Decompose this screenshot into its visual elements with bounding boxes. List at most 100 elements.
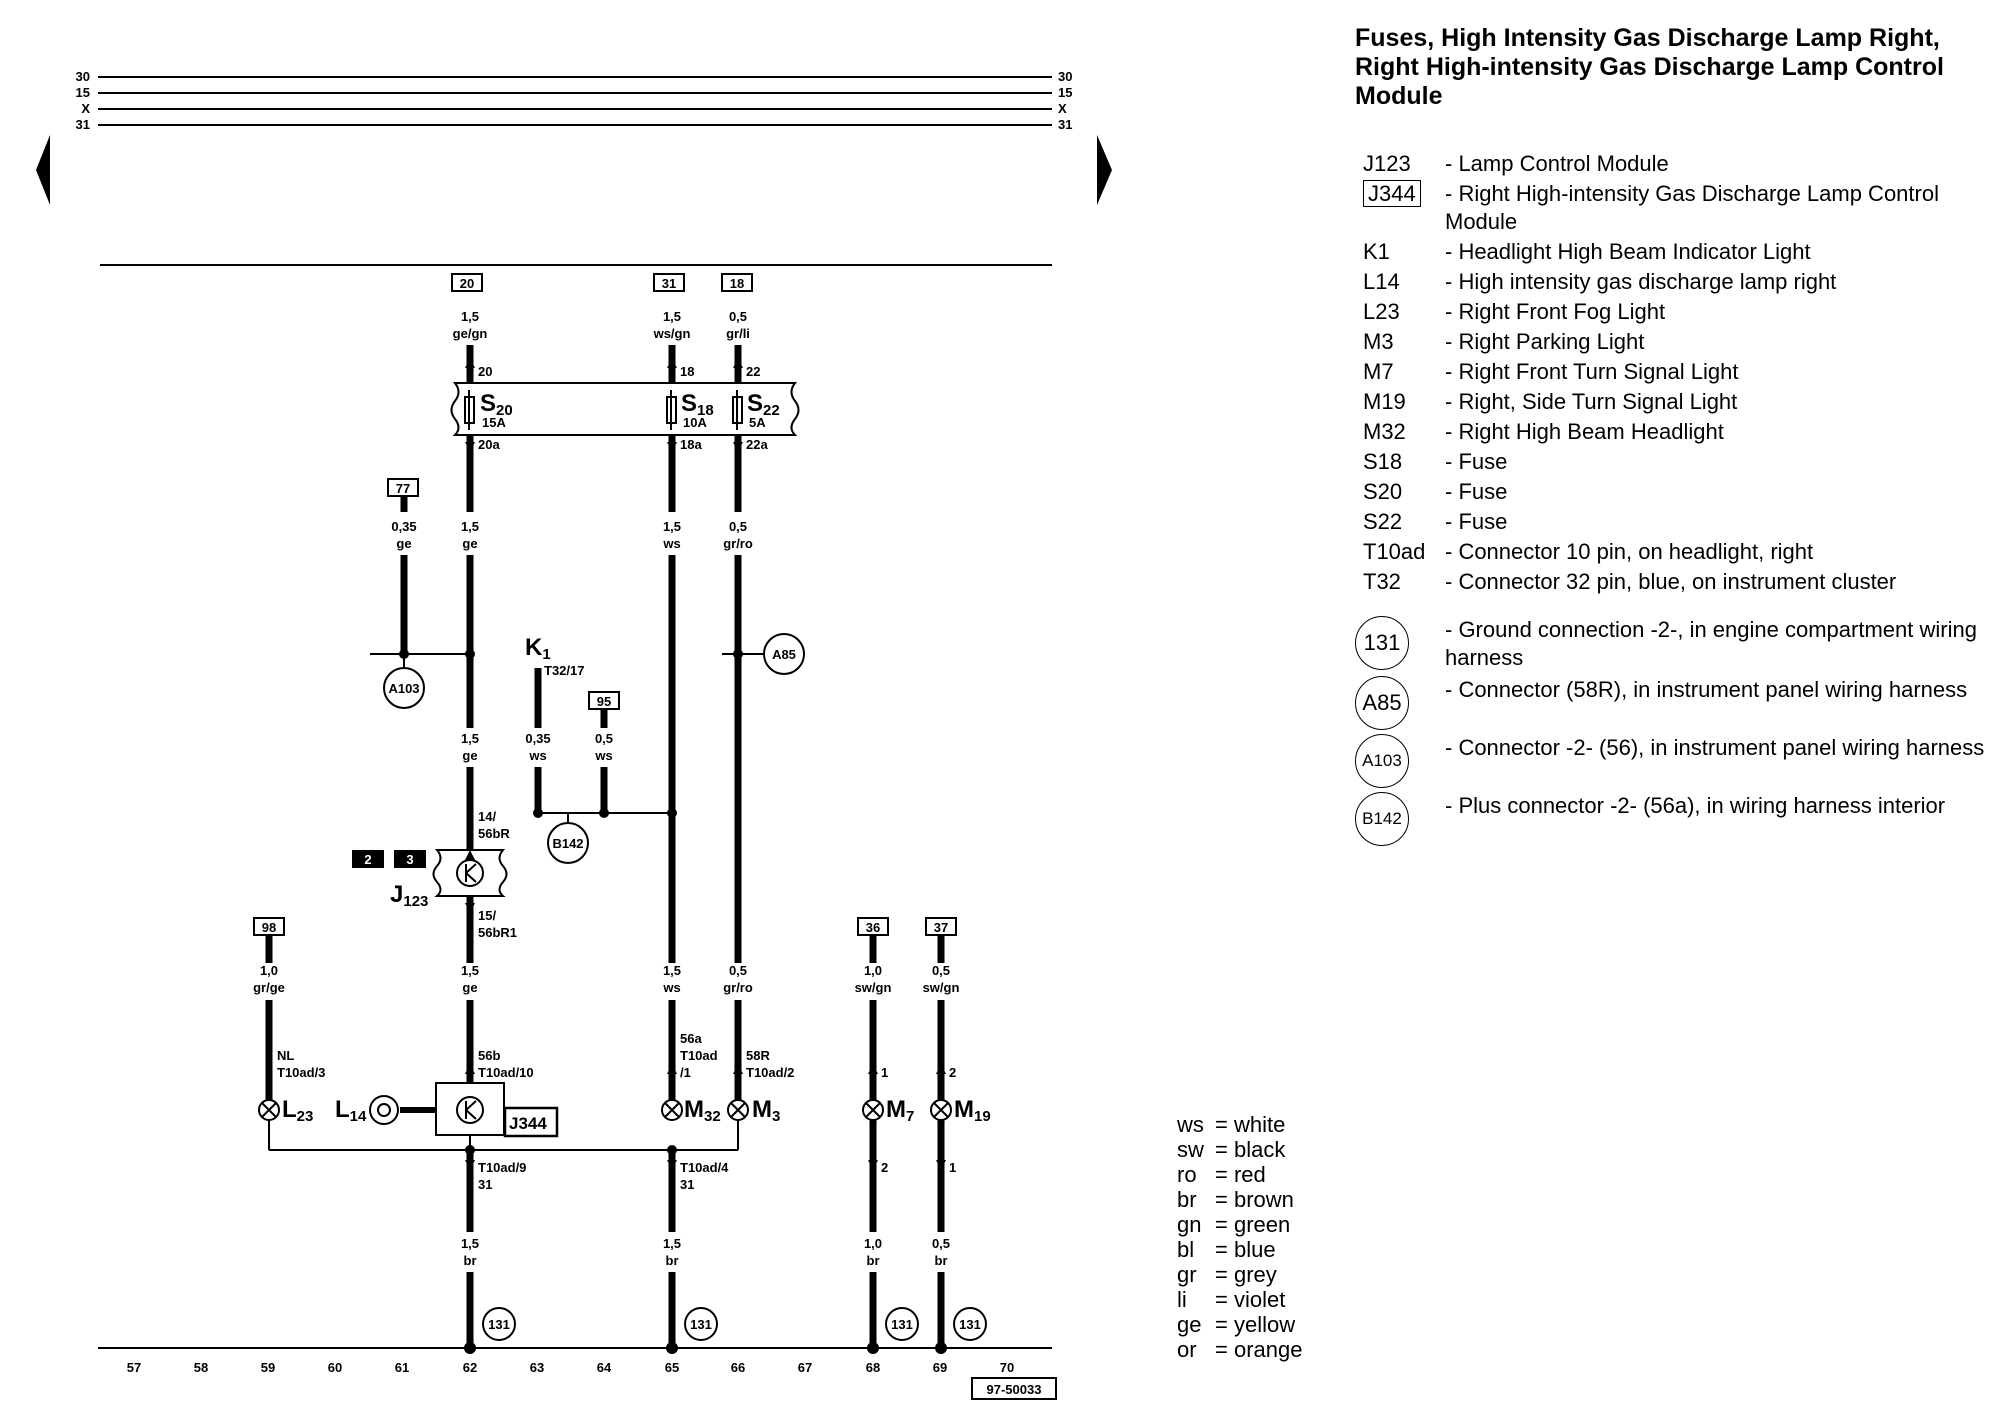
legend-code: L14: [1363, 269, 1400, 294]
legend-item: K1- Headlight High Beam Indicator Light: [1355, 238, 1995, 266]
svg-text:0,35: 0,35: [391, 519, 416, 534]
k1-pin: T32/17: [544, 663, 584, 678]
fuse-s18-label: S18: [681, 390, 714, 419]
legend-description: - Fuse: [1445, 449, 1508, 474]
color-key-item: sw= black: [1177, 1137, 1302, 1162]
legend-code: L23: [1363, 299, 1400, 324]
svg-text:131: 131: [488, 1317, 510, 1332]
svg-text:0,5: 0,5: [932, 1236, 950, 1251]
svg-text:br: br: [935, 1253, 948, 1268]
legend-description: - Right, Side Turn Signal Light: [1445, 389, 1738, 414]
legend-code: S20: [1363, 479, 1403, 504]
ref-box-31: 31: [653, 273, 685, 292]
svg-text:0,35: 0,35: [525, 731, 550, 746]
svg-text:31: 31: [680, 1177, 694, 1192]
svg-text:2: 2: [881, 1160, 888, 1175]
color-name: = yellow: [1215, 1312, 1296, 1337]
legend-item: L23- Right Front Fog Light: [1355, 298, 1995, 326]
svg-text:37: 37: [934, 920, 948, 935]
j344-label-box: J344: [503, 1106, 559, 1138]
color-key-item: gr= grey: [1177, 1262, 1302, 1287]
ground-symbol-icon: B142: [1355, 792, 1409, 846]
svg-text:gr/ro: gr/ro: [723, 980, 753, 995]
svg-text:1: 1: [949, 1160, 956, 1175]
page-title: Fuses, High Intensity Gas Discharge Lamp…: [1355, 24, 1944, 110]
legend-description: - Plus connector -2- (56a), in wiring ha…: [1445, 793, 1946, 818]
legend-item: T32- Connector 32 pin, blue, on instrume…: [1355, 568, 1995, 596]
svg-text:97-50033: 97-50033: [987, 1382, 1042, 1397]
svg-text:61: 61: [395, 1360, 409, 1375]
bus-label-x-right: X: [1058, 101, 1067, 116]
bus-label-31-left: 31: [76, 117, 90, 132]
svg-text:ge: ge: [396, 536, 411, 551]
color-key-item: br= brown: [1177, 1187, 1302, 1212]
ground-symbol-icon: 131: [1355, 616, 1409, 670]
legend-description: - Fuse: [1445, 509, 1508, 534]
svg-text:31: 31: [478, 1177, 492, 1192]
figure-id-box: 97-50033: [971, 1377, 1057, 1400]
svg-text:br: br: [666, 1253, 679, 1268]
legend-item: M32- Right High Beam Headlight: [1355, 418, 1995, 446]
color-name: = white: [1215, 1112, 1286, 1137]
m7-label: M7: [886, 1096, 914, 1125]
svg-text:ge: ge: [462, 748, 477, 763]
svg-text:ws: ws: [528, 748, 546, 763]
svg-text:1,5: 1,5: [461, 963, 479, 978]
wire-color: ws/gn: [653, 326, 691, 341]
svg-text:58R: 58R: [746, 1048, 770, 1063]
legend-description: - Connector 10 pin, on headlight, right: [1445, 539, 1814, 564]
connector-a103: A103: [383, 667, 425, 709]
lamp-m19-icon: [930, 1099, 952, 1121]
svg-text:77: 77: [396, 481, 410, 496]
svg-text:0,5: 0,5: [595, 731, 613, 746]
page-prev-arrow-icon[interactable]: [36, 135, 50, 205]
svg-text:A85: A85: [772, 647, 796, 662]
color-abbr: bl: [1177, 1237, 1195, 1262]
page-next-arrow-icon[interactable]: [1097, 135, 1112, 205]
legend-description: - Fuse: [1445, 479, 1508, 504]
svg-text:3: 3: [406, 852, 413, 867]
svg-text:1,5: 1,5: [461, 731, 479, 746]
svg-text:sw/gn: sw/gn: [855, 980, 892, 995]
fuse-pin: 22: [746, 364, 760, 379]
legend-description: - Connector (58R), in instrument panel w…: [1445, 677, 1968, 702]
svg-text:18: 18: [730, 276, 744, 291]
legend-code: M32: [1363, 419, 1406, 444]
ref-box-37: 37: [925, 917, 957, 936]
legend-description: - Ground connection -2-, in engine compa…: [1445, 617, 1977, 670]
legend-code: K1: [1363, 239, 1390, 264]
color-abbr: ro: [1177, 1162, 1197, 1187]
svg-text:T10ad/2: T10ad/2: [746, 1065, 794, 1080]
ref-box-20: 20: [451, 273, 483, 292]
svg-text:1,0: 1,0: [864, 963, 882, 978]
svg-text:1,0: 1,0: [260, 963, 278, 978]
color-abbr: ws: [1177, 1112, 1204, 1137]
legend-ground-item: B142 - Plus connector -2- (56a), in wirin…: [1355, 792, 1995, 846]
svg-text:ws: ws: [662, 536, 680, 551]
svg-text:131: 131: [891, 1317, 913, 1332]
svg-text:A103: A103: [388, 681, 419, 696]
color-name: = red: [1215, 1162, 1266, 1187]
svg-text:131: 131: [959, 1317, 981, 1332]
legend-code: J344: [1355, 180, 1445, 236]
legend-code: T32: [1363, 569, 1401, 594]
color-key-item: bl = blue: [1177, 1237, 1302, 1262]
svg-text:/1: /1: [680, 1065, 691, 1080]
svg-text:ws: ws: [594, 748, 612, 763]
legend-item: M7- Right Front Turn Signal Light: [1355, 358, 1995, 386]
svg-text:1,5: 1,5: [663, 1236, 681, 1251]
svg-text:1,5: 1,5: [461, 519, 479, 534]
m3-label: M3: [752, 1096, 780, 1125]
legend-ground-item: A103- Connector -2- (56), in instrument …: [1355, 734, 1995, 788]
svg-text:NL: NL: [277, 1048, 294, 1063]
svg-text:58: 58: [194, 1360, 208, 1375]
svg-text:36: 36: [866, 920, 880, 935]
svg-text:57: 57: [127, 1360, 141, 1375]
color-name: = blue: [1215, 1237, 1276, 1262]
svg-text:T10ad/3: T10ad/3: [277, 1065, 325, 1080]
wiring-diagram: 30 15 X 31 30 15 X 31 20 31 18 1,5 ge/gn…: [36, 69, 1112, 1400]
fuse-pin: 20: [478, 364, 492, 379]
svg-text:56b: 56b: [478, 1048, 500, 1063]
svg-text:20: 20: [460, 276, 474, 291]
color-key-item: li= violet: [1177, 1287, 1302, 1312]
